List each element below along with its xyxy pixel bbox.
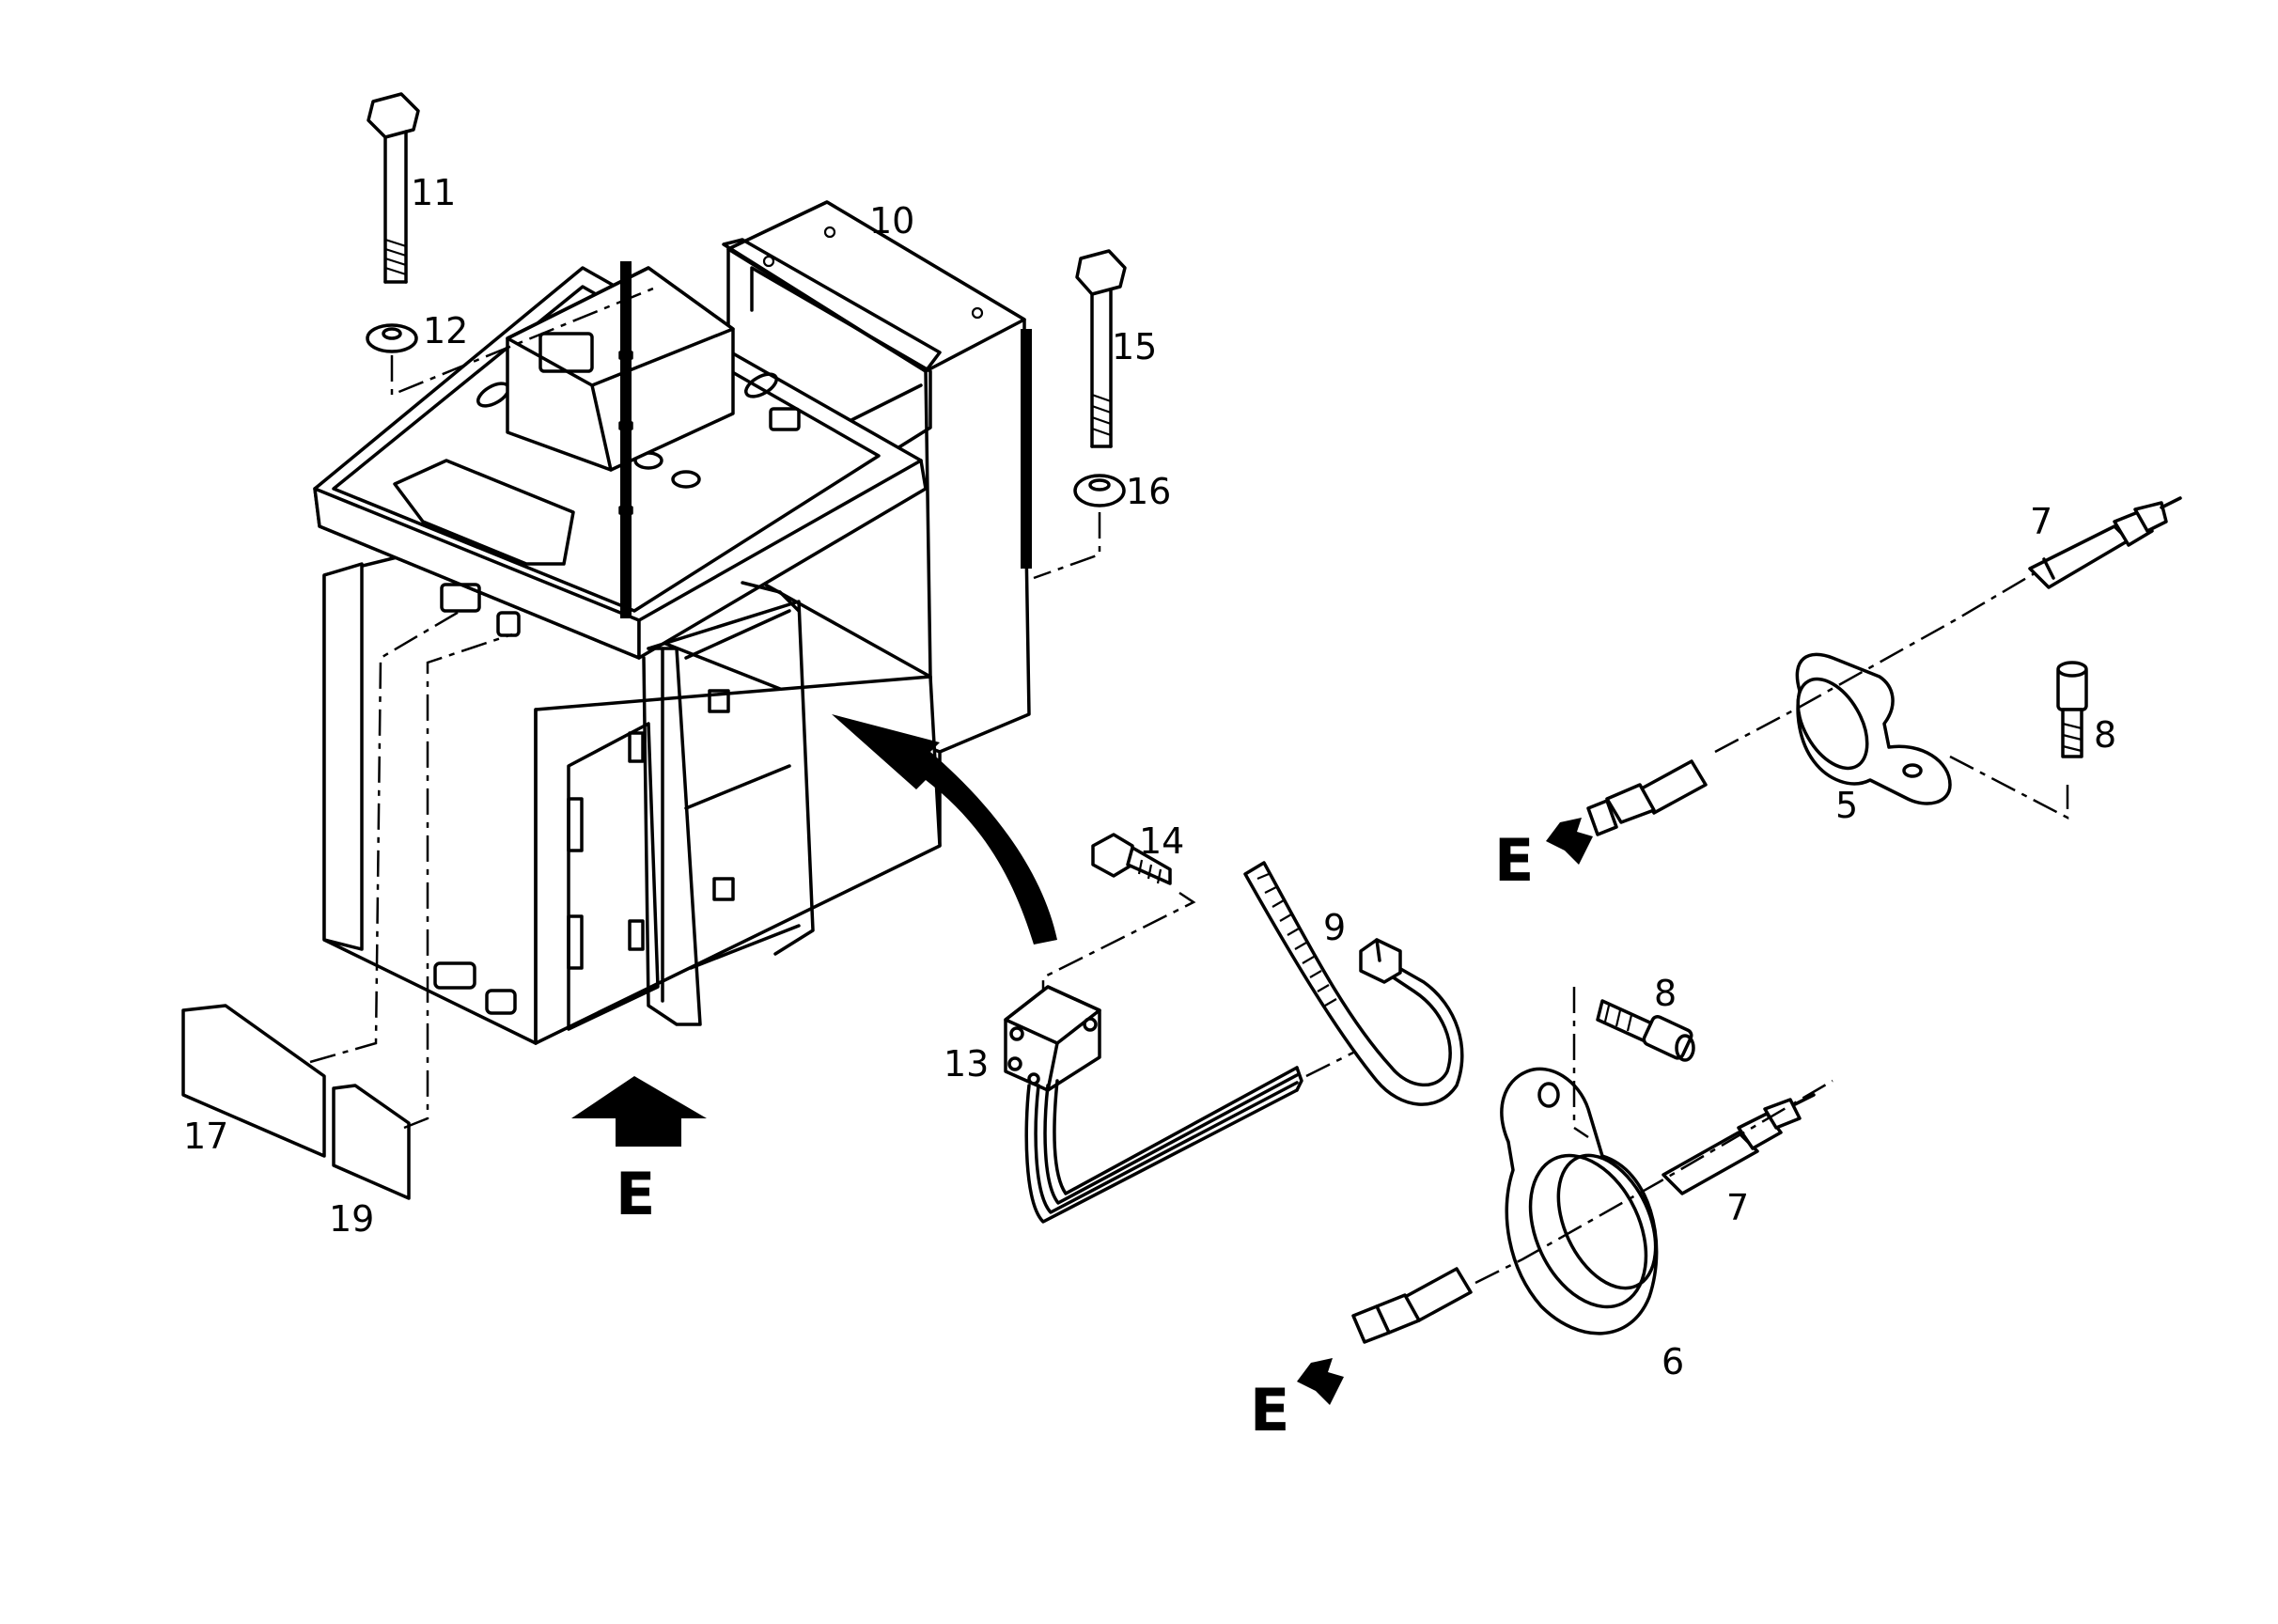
plate-19 <box>332 632 513 1200</box>
callout-16: 16 <box>1126 471 1171 512</box>
bolt-11 <box>367 92 420 284</box>
view-label-e-main: E <box>616 1160 655 1228</box>
callout-9: 9 <box>1323 907 1346 948</box>
callout-7-upper: 7 <box>2030 501 2052 542</box>
sensor-connector-lower <box>1351 1267 1473 1344</box>
view-arrow-main <box>571 1076 707 1147</box>
washer-16 <box>1033 474 1126 580</box>
callout-6: 6 <box>1662 1341 1684 1382</box>
callout-10: 10 <box>869 200 914 242</box>
callout-19: 19 <box>329 1198 374 1240</box>
callout-5: 5 <box>1835 785 1858 826</box>
callout-7-lower: 7 <box>1726 1187 1749 1228</box>
plate-17 <box>181 609 461 1158</box>
callout-8-lower: 8 <box>1654 973 1677 1014</box>
curved-arrow <box>832 714 1057 945</box>
sensor-connector-upper <box>1586 759 1708 836</box>
axis-line-upper-screw <box>1949 755 2069 820</box>
axis-line-lower <box>1474 1079 1833 1285</box>
sensor-7-upper <box>2028 496 2182 589</box>
callout-labels: 10 11 12 15 16 14 9 13 17 19 7 8 5 8 7 6… <box>183 172 2116 1444</box>
sensor-7-lower <box>1662 1093 1816 1195</box>
axis-line-lower-screw <box>1572 987 1589 1139</box>
callout-14: 14 <box>1139 820 1184 862</box>
callout-13: 13 <box>944 1043 989 1085</box>
callout-15: 15 <box>1112 326 1157 367</box>
view-arrow-lower <box>1297 1358 1344 1405</box>
callout-11: 11 <box>411 172 456 213</box>
cable-tie-9 <box>1243 861 1464 1106</box>
callout-12: 12 <box>423 310 468 351</box>
view-label-e-lower: E <box>1250 1376 1289 1444</box>
bolt-15 <box>1075 249 1127 448</box>
screw-14 <box>1041 833 1196 992</box>
axis-line-upper <box>1714 571 2036 754</box>
washer-12 <box>366 285 659 397</box>
view-arrow-upper <box>1546 818 1593 865</box>
sensor-module-13 <box>1004 985 1354 1224</box>
callout-17: 17 <box>183 1116 228 1157</box>
view-label-e-upper: E <box>1494 826 1534 895</box>
clip-6 <box>1500 1067 1659 1335</box>
clip-5 <box>1795 652 1952 805</box>
callout-8-upper: 8 <box>2094 714 2116 756</box>
screw-8-lower <box>1596 999 1695 1062</box>
screw-8-upper <box>2056 661 2088 758</box>
